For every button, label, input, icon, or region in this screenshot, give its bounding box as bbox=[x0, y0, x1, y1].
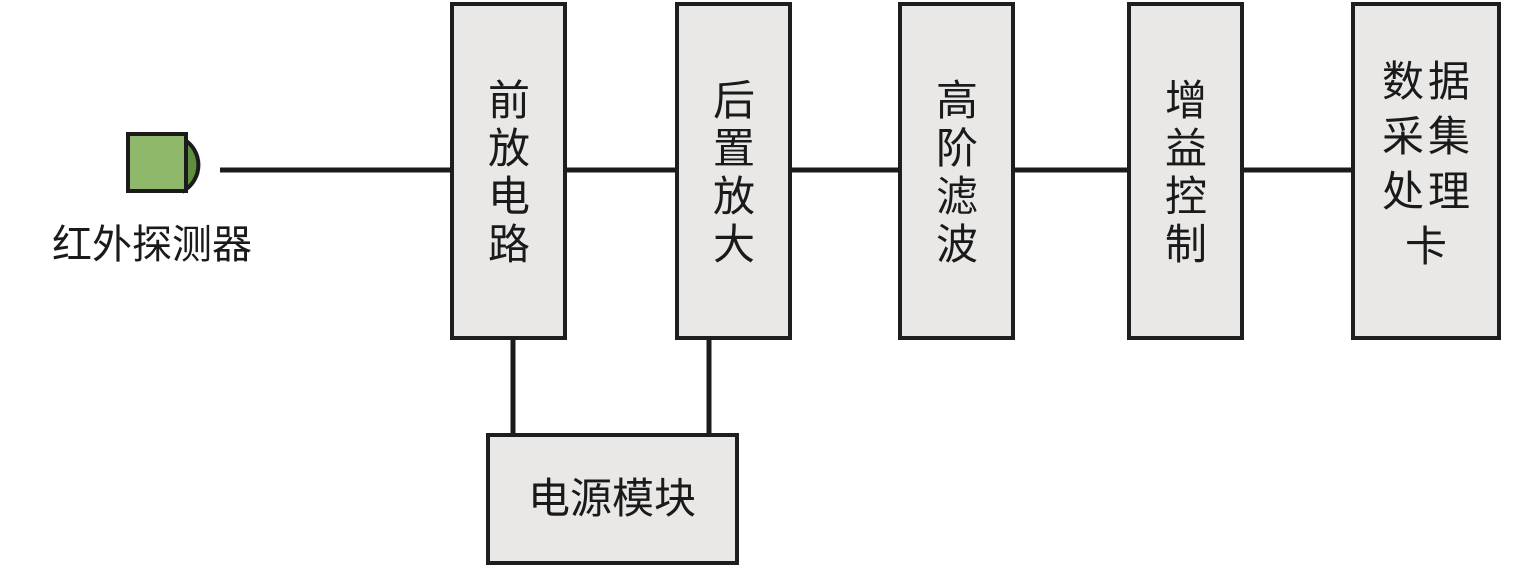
block-label: 增益控制 bbox=[1165, 76, 1207, 269]
detector-label: 红外探测器 bbox=[52, 222, 252, 268]
block-label: 后置放大 bbox=[713, 76, 755, 269]
block-power-module: 电源模块 bbox=[486, 433, 739, 565]
block-label: 电源模块 bbox=[528, 474, 696, 523]
block-daq-card: 数据采集处理卡 bbox=[1351, 2, 1501, 340]
block-preamp: 前放电路 bbox=[450, 2, 567, 340]
block-label: 高阶滤波 bbox=[936, 76, 978, 269]
block-postamp: 后置放大 bbox=[675, 2, 792, 340]
block-gain: 增益控制 bbox=[1127, 2, 1244, 340]
block-label: 前放电路 bbox=[488, 76, 530, 269]
infrared-detector-icon bbox=[126, 132, 201, 194]
block-filter: 高阶滤波 bbox=[898, 2, 1015, 340]
block-label: 数据采集处理卡 bbox=[1382, 57, 1470, 271]
